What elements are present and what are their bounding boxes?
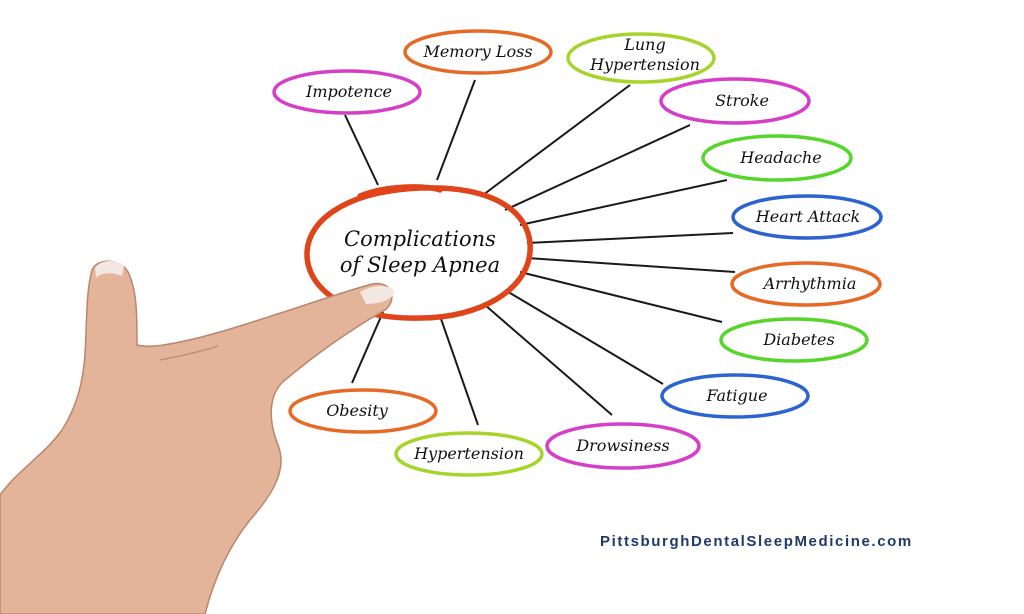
node-memory-loss: Memory Loss bbox=[403, 29, 553, 75]
node-oval bbox=[288, 388, 438, 434]
node-stroke: Stroke bbox=[659, 77, 811, 125]
node-oval bbox=[660, 373, 810, 419]
node-oval bbox=[545, 422, 701, 470]
node-impotence: Impotence bbox=[272, 69, 422, 115]
node-label: Stroke bbox=[715, 91, 769, 110]
node-oval bbox=[403, 29, 553, 75]
connector-arrhythmia bbox=[526, 257, 736, 273]
node-label: Impotence bbox=[305, 82, 392, 101]
node-label: Fatigue bbox=[705, 386, 767, 405]
node-label: Arrhythmia bbox=[762, 274, 857, 293]
node-hypertension: Hypertension bbox=[394, 431, 544, 477]
node-drowsiness: Drowsiness bbox=[545, 422, 701, 470]
node-fatigue: Fatigue bbox=[660, 373, 810, 419]
node-label: Drowsiness bbox=[575, 436, 669, 455]
node-obesity: Obesity bbox=[288, 388, 438, 434]
node-arrhythmia: Arrhythmia bbox=[730, 261, 882, 307]
connector-stroke bbox=[504, 124, 691, 211]
center-node: Complications of Sleep Apnea bbox=[304, 184, 533, 321]
website-url: PittsburghDentalSleepMedicine.com bbox=[600, 533, 913, 550]
connector-diabetes bbox=[519, 271, 723, 323]
node-lung-hypertension: Lung Hypertension bbox=[566, 32, 716, 84]
connector-lung-hypertension bbox=[482, 84, 631, 196]
thumb-nail bbox=[95, 260, 124, 278]
center-title-line1: Complications bbox=[344, 227, 496, 251]
hand-silhouette bbox=[0, 260, 393, 614]
node-heart-attack: Heart Attack bbox=[731, 194, 883, 240]
center-oval bbox=[304, 184, 533, 321]
node-label: Obesity bbox=[326, 401, 389, 420]
node-oval bbox=[659, 77, 811, 125]
node-diabetes: Diabetes bbox=[719, 317, 869, 363]
connector-obesity bbox=[351, 311, 384, 384]
node-oval bbox=[731, 194, 883, 240]
node-oval bbox=[394, 431, 544, 477]
node-label: Hypertension bbox=[413, 444, 524, 463]
connector-memory-loss bbox=[436, 79, 476, 181]
node-label: Diabetes bbox=[762, 330, 834, 349]
connector-drowsiness bbox=[484, 304, 613, 416]
connector-fatigue bbox=[504, 289, 664, 385]
node-oval bbox=[701, 134, 853, 182]
node-oval bbox=[272, 69, 422, 115]
pointing-hand bbox=[0, 260, 395, 614]
node-oval bbox=[566, 32, 716, 84]
connector-impotence bbox=[344, 114, 379, 186]
center-title-line2: of Sleep Apnea bbox=[340, 253, 500, 277]
knuckle-crease bbox=[159, 345, 219, 361]
node-label-line1: Lung bbox=[623, 35, 665, 54]
node-label-line2: Hypertension bbox=[589, 55, 700, 74]
node-label: Memory Loss bbox=[422, 42, 532, 61]
node-oval bbox=[719, 317, 869, 363]
node-headache: Headache bbox=[701, 134, 853, 182]
connector-headache bbox=[519, 179, 728, 226]
connector-heart-attack bbox=[526, 232, 734, 244]
connector-hypertension bbox=[439, 315, 479, 426]
node-label: Heart Attack bbox=[755, 207, 860, 226]
finger-nail bbox=[360, 286, 395, 304]
connector-lines bbox=[344, 79, 736, 426]
node-label: Headache bbox=[739, 148, 821, 167]
node-oval bbox=[730, 261, 882, 307]
